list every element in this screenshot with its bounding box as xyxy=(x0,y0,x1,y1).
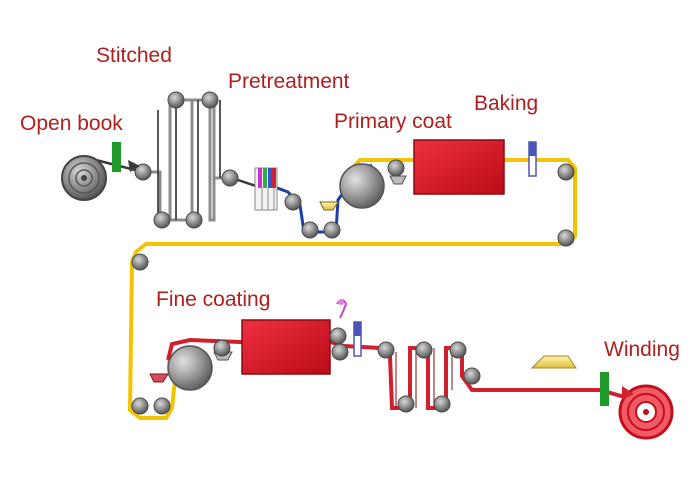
stitched-rollers xyxy=(134,91,239,229)
pretreatment-rollers xyxy=(284,193,341,239)
inspection-tray xyxy=(530,355,577,369)
web-festoon-stitched xyxy=(143,98,232,222)
pretreatment-unit xyxy=(254,167,278,211)
unwind-roll xyxy=(61,155,107,201)
winding-roll xyxy=(618,384,674,440)
label-fine-coating: Fine coating xyxy=(156,288,270,311)
baking-oven xyxy=(413,139,505,195)
fine-coating-oven xyxy=(241,319,331,375)
web-yellow-upper xyxy=(130,158,577,263)
guide-green-upper xyxy=(112,142,121,172)
label-baking: Baking xyxy=(474,92,538,115)
arrow-winding xyxy=(622,386,634,400)
web-red-lower xyxy=(166,337,629,410)
arrow-open-book xyxy=(128,160,140,172)
lower-left-rollers xyxy=(131,397,171,415)
label-winding: Winding xyxy=(604,338,680,361)
primary-coat-applicator xyxy=(319,159,407,211)
spray-nozzle xyxy=(336,299,348,319)
label-open-book: Open book xyxy=(20,112,123,135)
label-pretreatment: Pretreatment xyxy=(228,70,350,93)
web-dark-festoon-inner xyxy=(157,100,221,220)
web-yellow-left xyxy=(127,261,179,420)
fine-coating-applicator xyxy=(149,339,233,391)
label-stitched: Stitched xyxy=(96,44,172,67)
guide-green-lower xyxy=(600,372,609,406)
web-red-festoon-inner xyxy=(395,348,453,408)
label-primary-coat: Primary coat xyxy=(334,110,452,133)
